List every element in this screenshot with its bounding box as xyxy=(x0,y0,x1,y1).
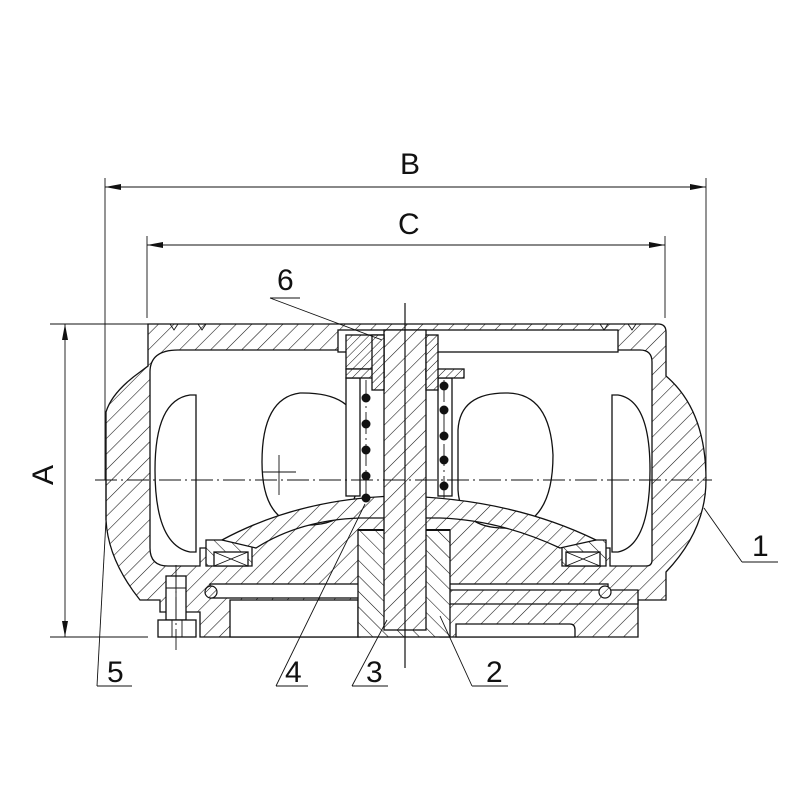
callout-4: 4 xyxy=(275,503,366,689)
dimension-a-label: A xyxy=(27,465,60,485)
seal-rings xyxy=(204,551,612,599)
dimension-c: C xyxy=(146,208,666,318)
part-number-4: 4 xyxy=(285,656,302,689)
callout-3: 3 xyxy=(351,619,388,689)
center-lines xyxy=(95,303,712,668)
disc xyxy=(220,495,598,638)
callout-1: 1 xyxy=(703,507,778,563)
top-edge-marks xyxy=(169,323,637,331)
dimension-a: A xyxy=(27,323,148,638)
dimension-b: B xyxy=(104,148,707,480)
part-number-1: 1 xyxy=(752,530,769,563)
part-number-5: 5 xyxy=(107,656,124,689)
callout-6: 6 xyxy=(269,264,383,341)
dimension-b-label: B xyxy=(400,148,420,181)
spring xyxy=(361,380,449,503)
dimension-c-label: C xyxy=(398,208,420,241)
callout-5: 5 xyxy=(96,519,132,689)
part-number-2: 2 xyxy=(486,656,503,689)
callout-2: 2 xyxy=(439,615,508,689)
part-number-3: 3 xyxy=(366,656,383,689)
guide-bushing xyxy=(345,334,465,391)
part-number-6: 6 xyxy=(277,264,294,297)
lock-screw xyxy=(157,565,197,650)
